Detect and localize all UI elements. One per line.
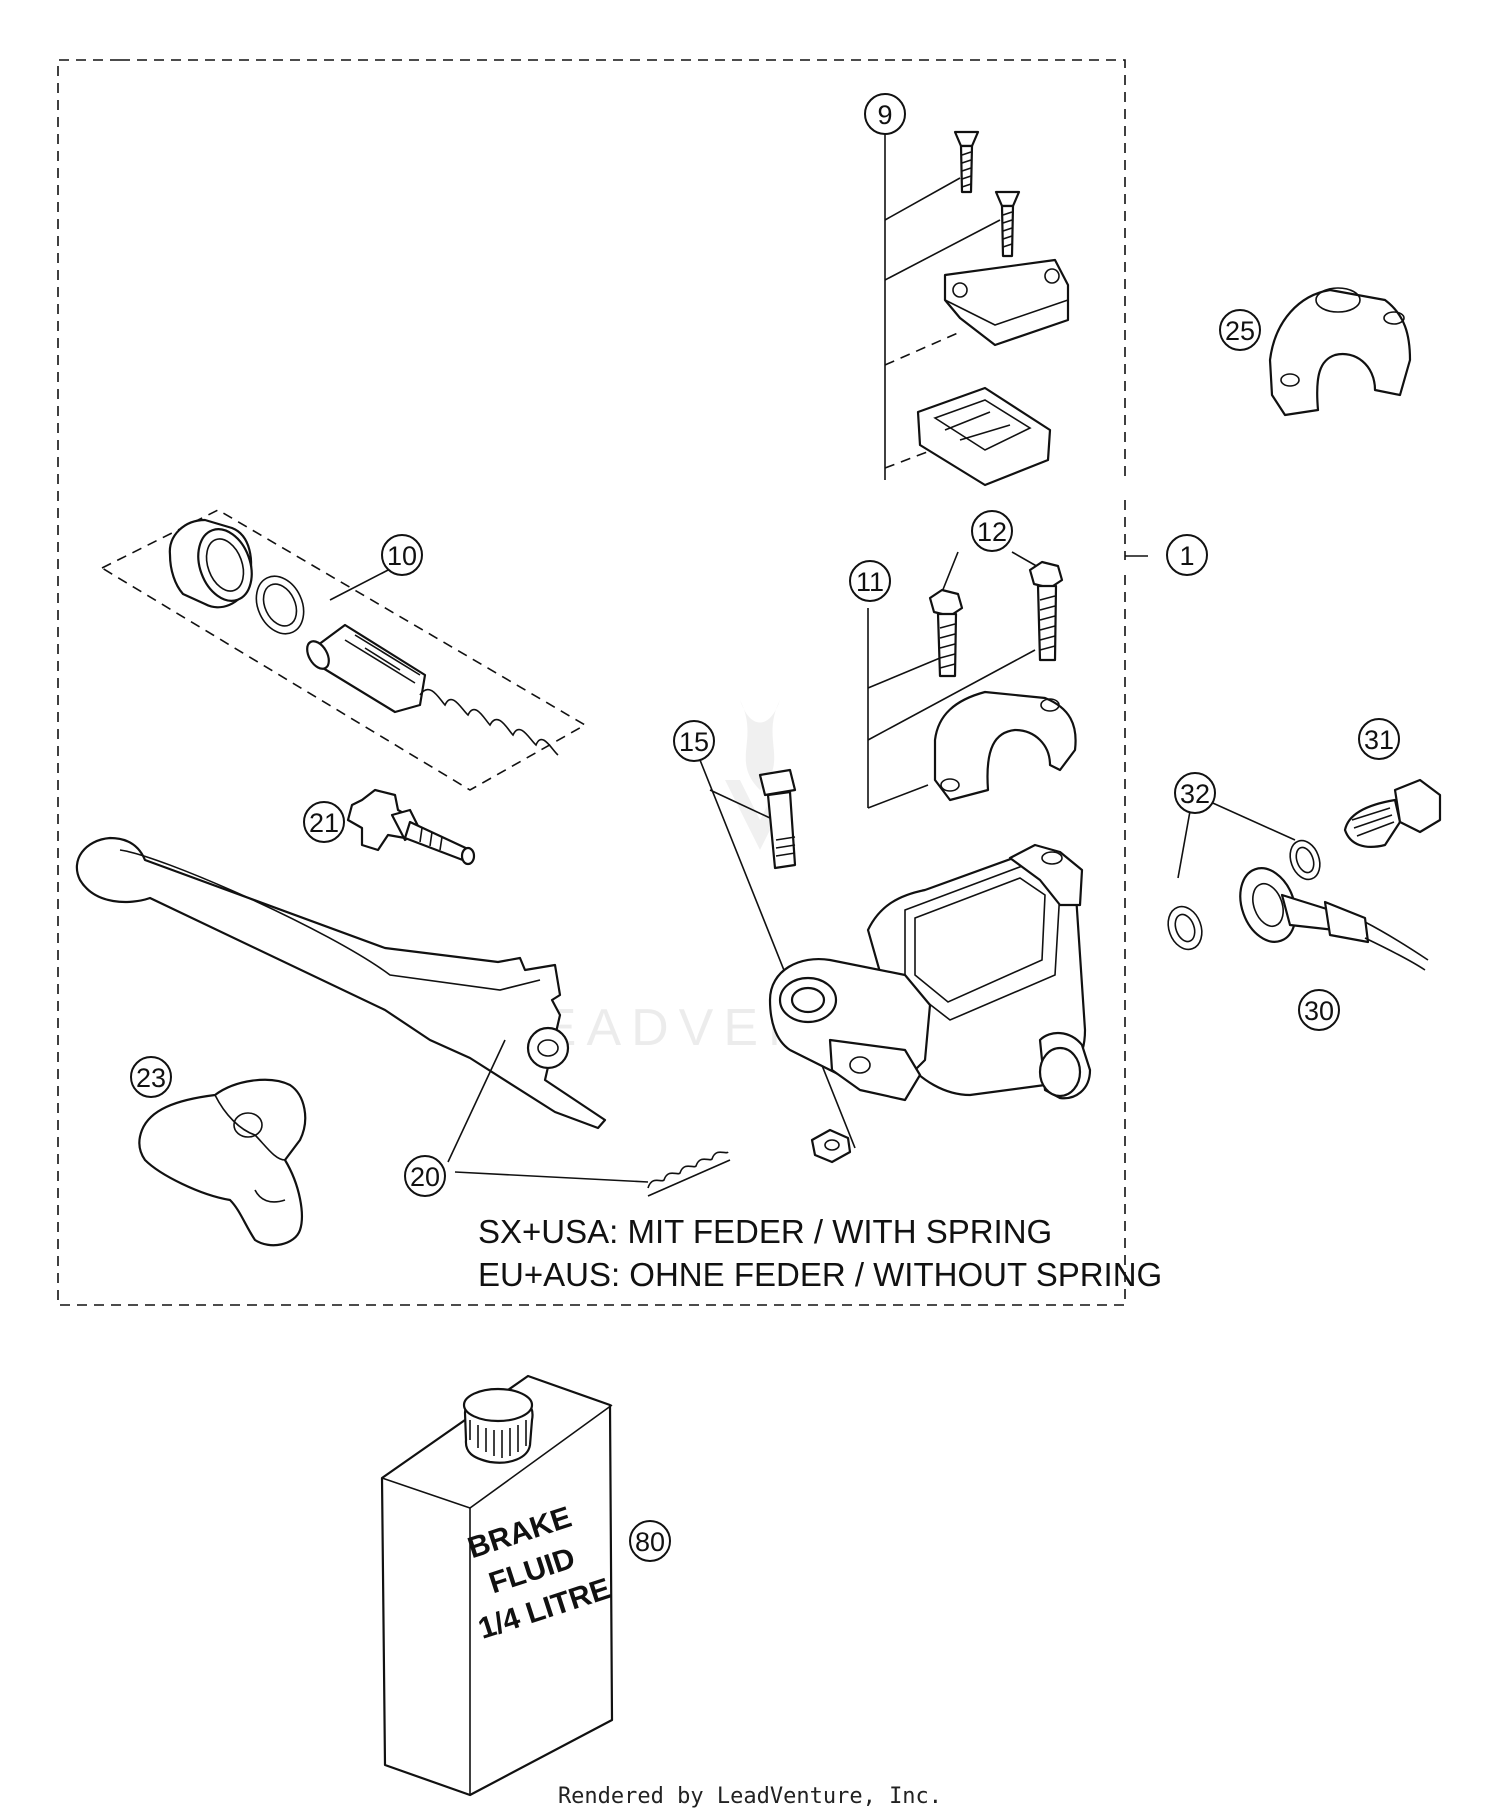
callout-32: 32: [1174, 772, 1216, 814]
callout-23: 23: [130, 1056, 172, 1098]
callout-label: 12: [977, 517, 1007, 547]
callout-20: 20: [404, 1155, 446, 1197]
part-1-master-cylinder: [768, 555, 1148, 1102]
callout-12: 12: [971, 510, 1013, 552]
callout-31: 31: [1358, 718, 1400, 760]
callout-label: 30: [1304, 996, 1334, 1026]
callout-label: 20: [410, 1162, 440, 1192]
callout-9: 9: [864, 93, 906, 135]
callout-label: 21: [309, 808, 339, 838]
part-11-12-clamp-bolts: [867, 551, 1077, 809]
clamp-bolt: [1028, 560, 1064, 662]
callout-10: 10: [381, 534, 423, 576]
cap-screw: [953, 130, 980, 194]
part-30-brake-line: [1239, 867, 1429, 971]
part-20-lever: [75, 836, 607, 1130]
clamp-bolt: [928, 588, 964, 678]
part-15-pivot-bolt: [699, 759, 856, 1164]
part-23-lever-guard: [138, 1078, 307, 1247]
callout-label: 25: [1225, 316, 1255, 346]
callout-21: 21: [303, 801, 345, 843]
part-31-banjo-bolt: [1343, 778, 1442, 848]
callout-label: 32: [1180, 779, 1210, 809]
part-32-washers: [1167, 794, 1321, 951]
assembly-frame: [57, 59, 1126, 1306]
part-10-piston-kit: [100, 509, 587, 791]
callout-label: 1: [1179, 541, 1194, 571]
callout-label: 15: [679, 727, 709, 757]
callout-15: 15: [673, 720, 715, 762]
callout-11: 11: [849, 560, 891, 602]
callout-1: 1: [1166, 534, 1208, 576]
callout-label: 31: [1364, 725, 1394, 755]
callout-label: 9: [877, 100, 892, 130]
callout-label: 11: [856, 567, 884, 597]
part-20-spring: [647, 1151, 731, 1197]
callout-30: 30: [1298, 989, 1340, 1031]
part-9-reservoir-cap: [884, 128, 1070, 487]
cap-screw: [994, 190, 1021, 258]
spring-note-line-1: SX+USA: MIT FEDER / WITH SPRING: [478, 1213, 1052, 1250]
part-21-adjuster: [346, 788, 476, 866]
callout-label: 80: [635, 1527, 665, 1557]
part-25-clamp: [1268, 287, 1412, 417]
footer-credit: Rendered by LeadVenture, Inc.: [558, 1784, 942, 1809]
callout-25: 25: [1219, 309, 1261, 351]
callout-80: 80: [629, 1520, 671, 1562]
callout-label: 10: [387, 541, 417, 571]
callout-label: 23: [136, 1063, 166, 1093]
spring-note-line-2: EU+AUS: OHNE FEDER / WITHOUT SPRING: [478, 1256, 1162, 1293]
part-80-brake-fluid-can: BRAKE FLUID 1/4 LITRE: [380, 1374, 615, 1797]
